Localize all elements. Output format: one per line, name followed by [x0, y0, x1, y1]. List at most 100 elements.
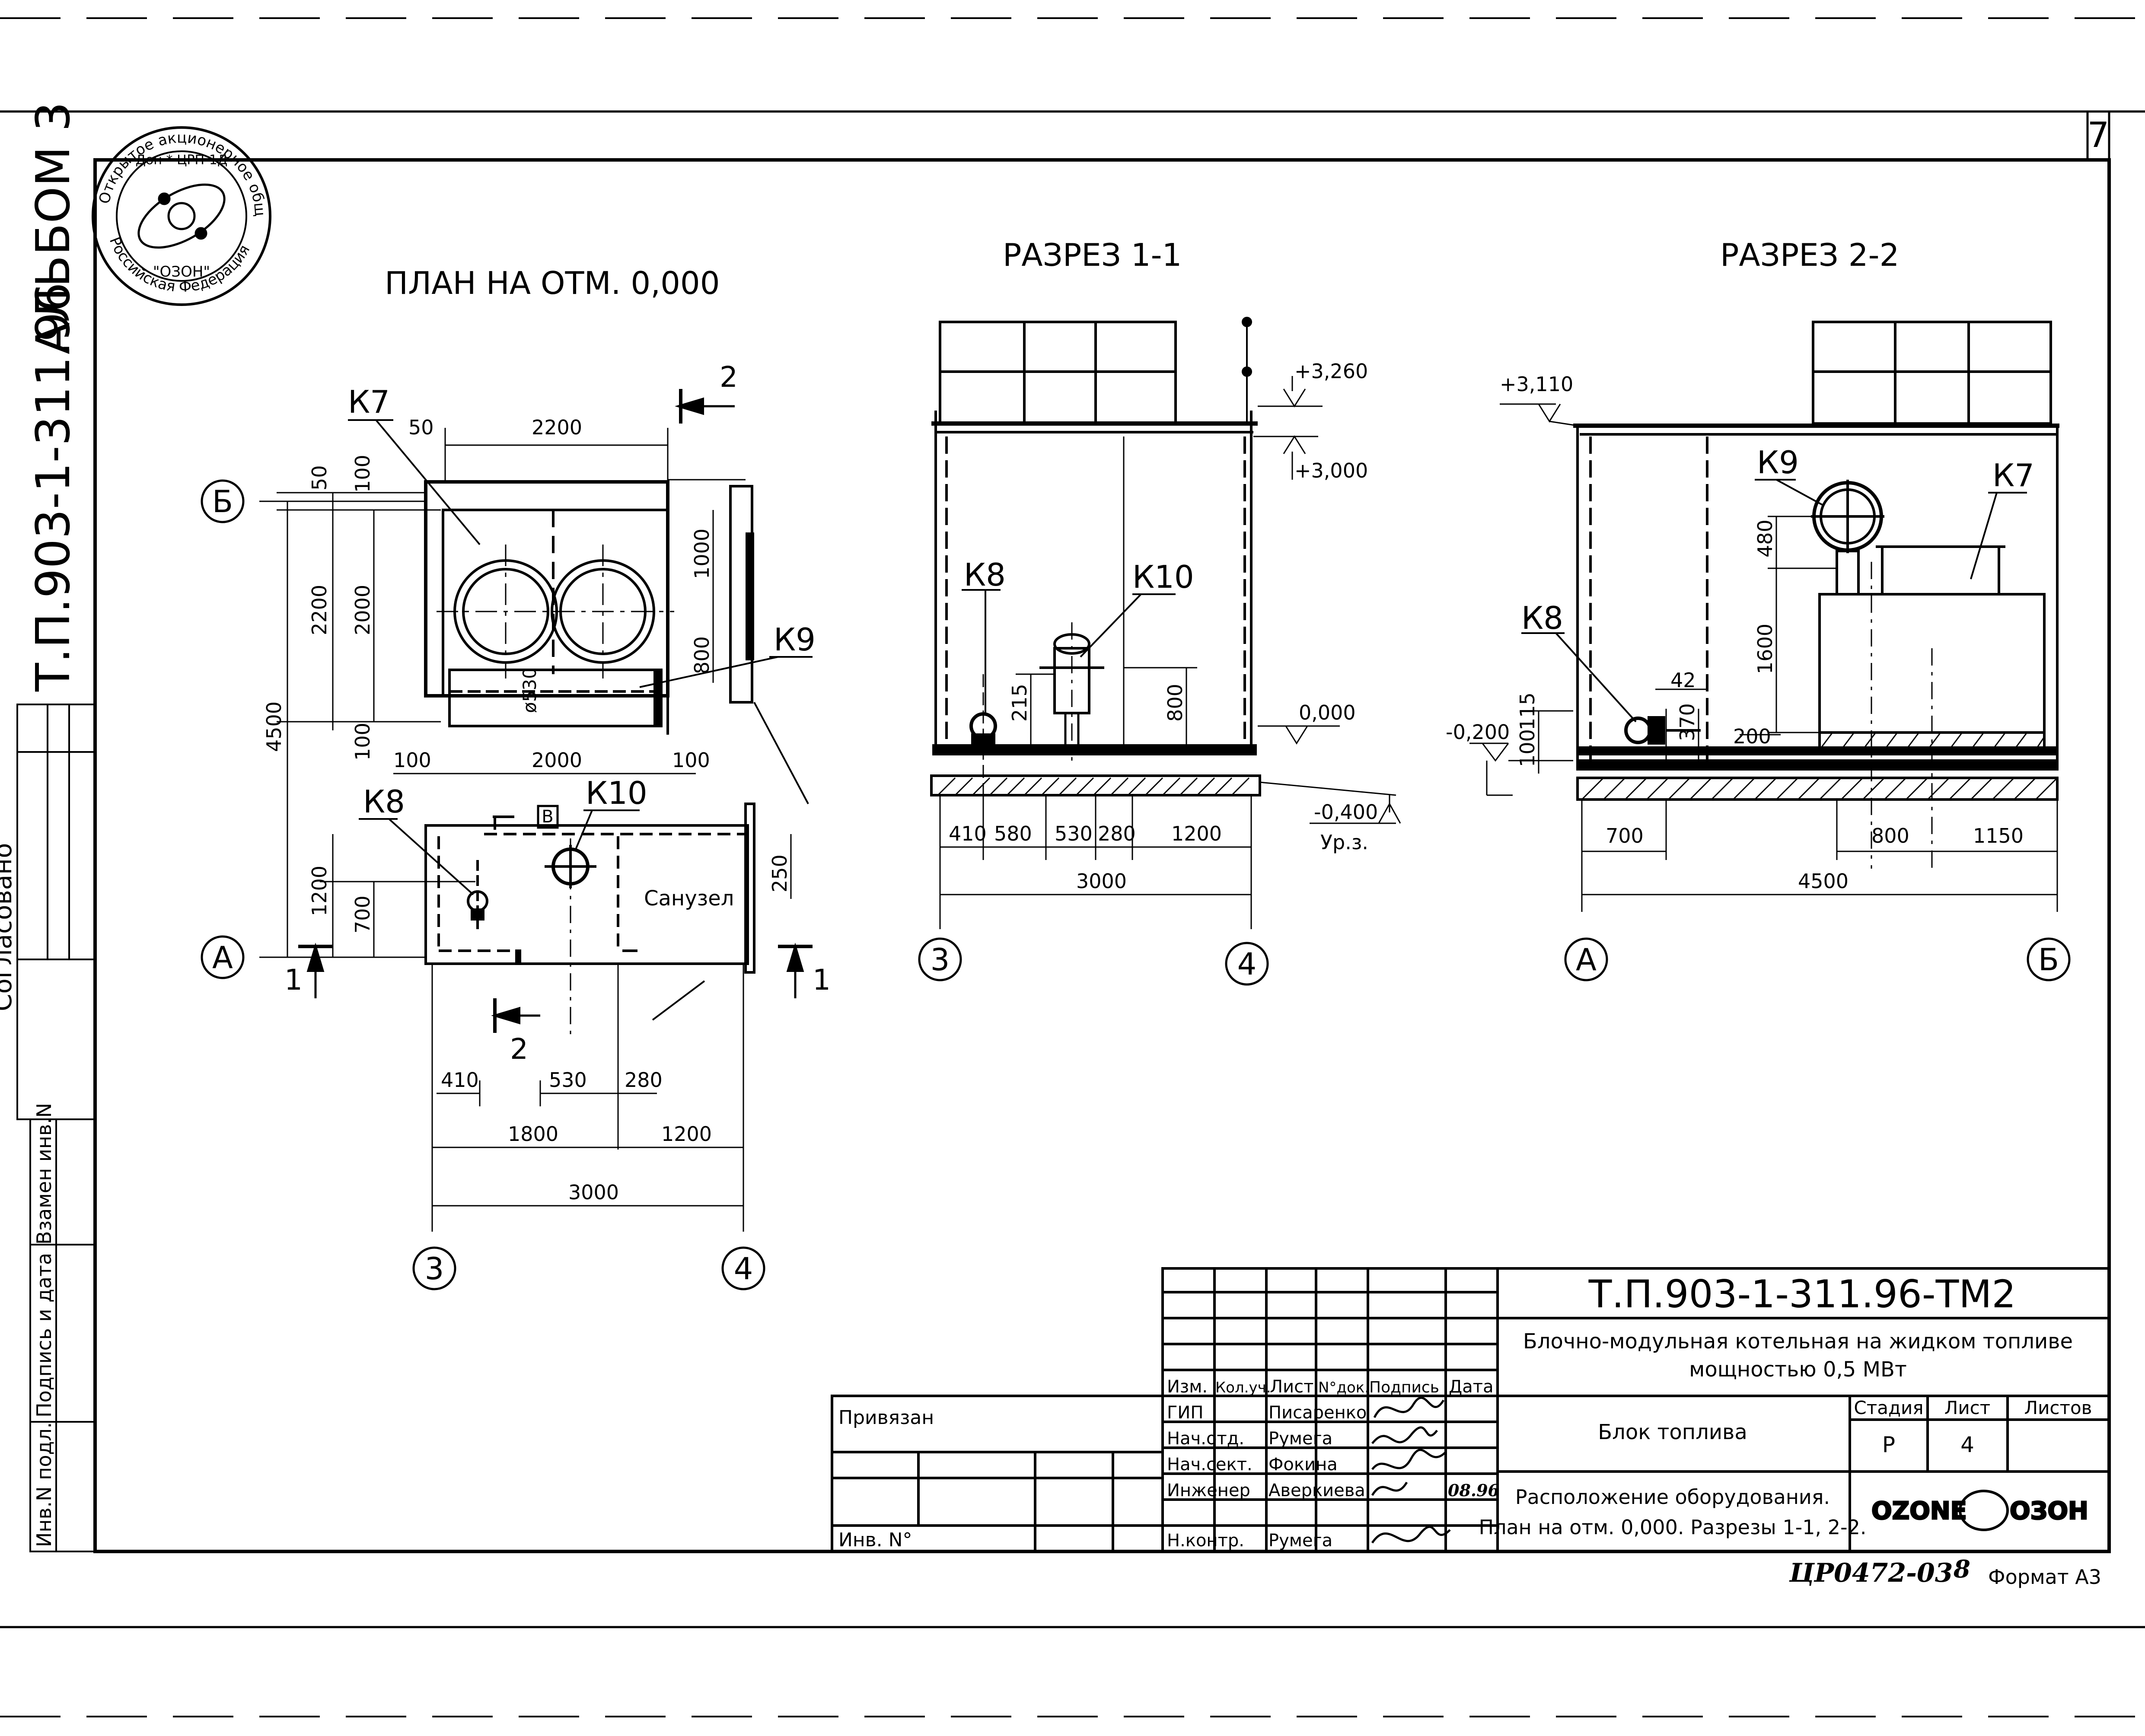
plan-cut-1-right: 1 — [813, 963, 831, 997]
tb-name-nachsekt: Фокина — [1269, 1455, 1338, 1475]
section1-dim-580: 580 — [994, 822, 1032, 845]
plan-dim-2000h: 2000 — [532, 749, 582, 772]
plan-dim-100a: 100 — [351, 455, 374, 493]
section2-dim-1600: 1600 — [1753, 624, 1777, 674]
plan-view: ПЛАН НА ОТМ. 0,000 — [201, 265, 831, 1290]
tb-role-nkontr: Н.контр. — [1167, 1531, 1244, 1551]
side-album: АЛЬБОМ 3 — [26, 102, 80, 354]
tb-project: Блочно-модульная котельная на жидком топ… — [1523, 1329, 2073, 1354]
tb-sheets-header: Листов — [2024, 1397, 2092, 1418]
plan-label-b-box: В — [542, 807, 553, 827]
plan-dim-2200-top: 2200 — [532, 416, 582, 439]
section2-dim-370: 370 — [1676, 703, 1699, 741]
section2-dim-800: 800 — [1871, 824, 1909, 847]
section1-level-0400: -0,400 — [1314, 800, 1378, 824]
plan-cut-2-bottom: 2 — [510, 1032, 528, 1066]
section-1-1: РАЗРЕЗ 1-1 — [918, 237, 1401, 986]
section1-dim-3000: 3000 — [1076, 870, 1127, 893]
plan-axis-b: Б — [212, 484, 233, 519]
section1-dim-410: 410 — [949, 822, 987, 845]
section1-level-3260: +3,260 — [1294, 360, 1368, 383]
section1-dim-1200: 1200 — [1171, 822, 1222, 845]
plan-dim-250: 250 — [768, 854, 791, 892]
tb-col-podpis: Подпись — [1369, 1379, 1439, 1396]
agreed-label: Согласовано — [0, 843, 17, 1011]
seal-code: Дон * ЦРП-1Д — [136, 153, 228, 168]
scan-edges — [0, 17, 2145, 1717]
bottom-note: ЦР0472-03 — [1789, 1558, 1953, 1588]
logo-left-text: OZONE — [1871, 1497, 1967, 1525]
format-label: Формат А3 — [1988, 1565, 2101, 1589]
tb-role-inzhener: Инженер — [1167, 1481, 1250, 1500]
plan-dim-50a: 50 — [408, 416, 434, 439]
plan-title: ПЛАН НА ОТМ. 0,000 — [385, 265, 720, 301]
plan-dim-100b: 100 — [351, 723, 374, 761]
plan-dim-800: 800 — [690, 636, 714, 674]
title-block: Изм. Кол.уч. Лист N°док. Подпись Дата ГИ… — [831, 1267, 2110, 1553]
side-inv-label: Инв.N подл. — [32, 1422, 56, 1547]
plan-dim-1200v: 1200 — [308, 866, 331, 916]
plan-dim-1000: 1000 — [690, 529, 714, 579]
section2-dim-100: 100 — [1516, 729, 1539, 767]
side-sign-label: Подпись и дата — [32, 1253, 56, 1417]
section1-title: РАЗРЕЗ 1-1 — [1003, 237, 1182, 273]
section2-label-k8: К8 — [1521, 600, 1563, 636]
plan-cut-2-top: 2 — [720, 360, 738, 394]
plan-label-k10: К10 — [586, 775, 647, 811]
plan-axis-3: 3 — [425, 1251, 444, 1287]
tb-stage-value: Р — [1882, 1432, 1895, 1457]
plan-dim-100d: 100 — [672, 749, 710, 772]
section1-dim-530: 530 — [1055, 822, 1093, 845]
tb-desc2: План на отм. 0,000. Разрезы 1-1, 2-2. — [1479, 1516, 1867, 1539]
tb-col-list: Лист — [1270, 1377, 1313, 1397]
bottom-number: 8 — [1953, 1555, 1970, 1583]
side-doc-code: Т.П.903-1-311.96 — [26, 282, 80, 692]
section2-label-k9: К9 — [1757, 444, 1799, 481]
seal-center: "ОЗОН" — [153, 263, 210, 280]
plan-axis-4: 4 — [734, 1251, 753, 1287]
plan-dim-100c: 100 — [393, 749, 431, 772]
plan-dim-4500: 4500 — [262, 701, 286, 752]
section1-dim-215: 215 — [1008, 684, 1031, 722]
section2-dim-115: 115 — [1516, 692, 1539, 730]
section2-level-3110: +3,110 — [1500, 373, 1573, 396]
signatures — [1371, 1397, 1451, 1544]
section2-axis-a: А — [1576, 942, 1597, 978]
tb-stage-header: Стадия — [1854, 1397, 1923, 1418]
tb-project2: мощностью 0,5 МВт — [1689, 1357, 1907, 1382]
plan-cut-1-left: 1 — [284, 963, 303, 997]
section2-dim-480: 480 — [1753, 519, 1777, 557]
plan-dim-410: 410 — [441, 1068, 479, 1092]
section1-dim-280: 280 — [1098, 822, 1136, 845]
tb-privyazan: Привязан — [838, 1407, 934, 1429]
tb-date-inzhener: 08.96 — [1448, 1481, 1499, 1500]
tb-role-nachsekt: Нач.сект. — [1167, 1455, 1253, 1475]
side-margin: Т.П.903-1-311.96 АЛЬБОМ 3 Согласовано Вз… — [0, 102, 96, 1552]
section1-label-k10: К10 — [1132, 559, 1194, 595]
tb-name-gip: Писаренко — [1269, 1403, 1367, 1423]
side-replace-label: Взамен инв.N — [32, 1103, 56, 1245]
section1-label-k8: К8 — [964, 557, 1006, 593]
section1-level-3000: +3,000 — [1294, 459, 1368, 482]
tb-col-kolуch: Кол.уч. — [1215, 1379, 1271, 1396]
tb-col-ndoc: N°док. — [1318, 1379, 1369, 1396]
tb-block-name: Блок топлива — [1598, 1420, 1747, 1444]
tb-desc1: Расположение оборудования. — [1515, 1485, 1830, 1509]
section2-dim-42: 42 — [1670, 669, 1696, 692]
section2-dim-200: 200 — [1733, 725, 1771, 748]
plan-dim-1800: 1800 — [508, 1122, 558, 1146]
plan-label-k7: К7 — [348, 384, 390, 420]
plan-dim-280: 280 — [625, 1068, 663, 1092]
plan-label-k8: К8 — [363, 784, 405, 820]
tb-sheet-header: Лист — [1944, 1397, 1990, 1418]
section-2-2: РАЗРЕЗ 2-2 — [1446, 237, 2071, 981]
section2-title: РАЗРЕЗ 2-2 — [1720, 237, 1899, 273]
tb-name-nkontr: Румега — [1269, 1531, 1332, 1551]
tb-role-nachotd: Нач.отд. — [1167, 1429, 1244, 1449]
tb-name-inzhener: Аверкиева — [1269, 1481, 1365, 1500]
section1-level-0: 0,000 — [1299, 701, 1356, 724]
plan-dim-1200h: 1200 — [661, 1122, 712, 1146]
plan-label-sanuzel: Санузел — [644, 886, 734, 911]
section1-axis-3: 3 — [931, 942, 950, 978]
